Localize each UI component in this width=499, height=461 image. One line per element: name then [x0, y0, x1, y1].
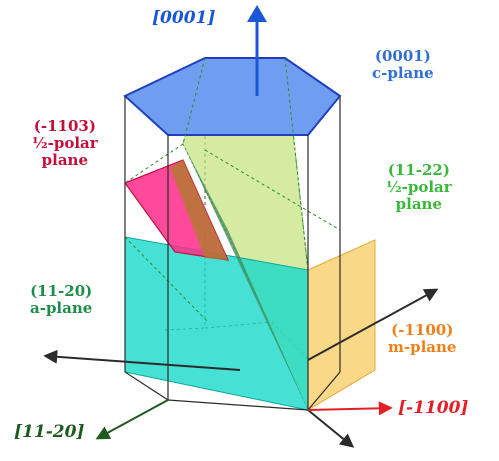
m-plane-name: m-plane: [388, 338, 457, 356]
a-plane-label: (11-20) a-plane: [30, 283, 92, 317]
c-plane-index: (0001): [374, 47, 431, 65]
c-axis: [247, 5, 267, 96]
c-plane-label: (0001) c-plane: [372, 48, 434, 82]
c-axis-label: [0001]: [152, 8, 216, 28]
c-plane: [123, 57, 342, 136]
m-plane-label: (-1100) m-plane: [388, 322, 456, 356]
axis-upper-right: [307, 288, 439, 361]
m-axis: [307, 401, 393, 416]
semipolar-1103-name-line1: ½-polar: [32, 134, 98, 152]
plane-intersection: [183, 144, 308, 410]
a-plane-index: (11-20): [30, 282, 93, 300]
plane-outlines: [124, 57, 341, 323]
semipolar-1122-name-line2: plane: [395, 195, 443, 213]
a-axis-label: [11-20]: [14, 422, 85, 442]
semipolar-1103-label: (-1103) ½-polar plane: [32, 118, 98, 169]
semipolar-1122-label: (11-22) ½-polar plane: [386, 162, 452, 213]
semipolar-1103-index: (-1103): [33, 117, 96, 135]
m-plane: [307, 239, 376, 411]
a-axis: [95, 399, 169, 440]
semipolar-1103-name-line2: plane: [41, 151, 89, 169]
m-axis-label: [-1100]: [398, 398, 469, 418]
a-plane-name: a-plane: [30, 299, 93, 317]
semipolar-1103-overlap: [170, 160, 228, 260]
axis-left: [43, 349, 241, 371]
semipolar-1122-name-line1: ½-polar: [386, 178, 452, 196]
prism-edges: [124, 96, 341, 411]
c-plane-name: c-plane: [372, 64, 434, 82]
semipolar-1122-index: (11-22): [387, 161, 450, 179]
axis-lower-right: [307, 409, 355, 448]
m-plane-index: (-1100): [391, 321, 454, 339]
